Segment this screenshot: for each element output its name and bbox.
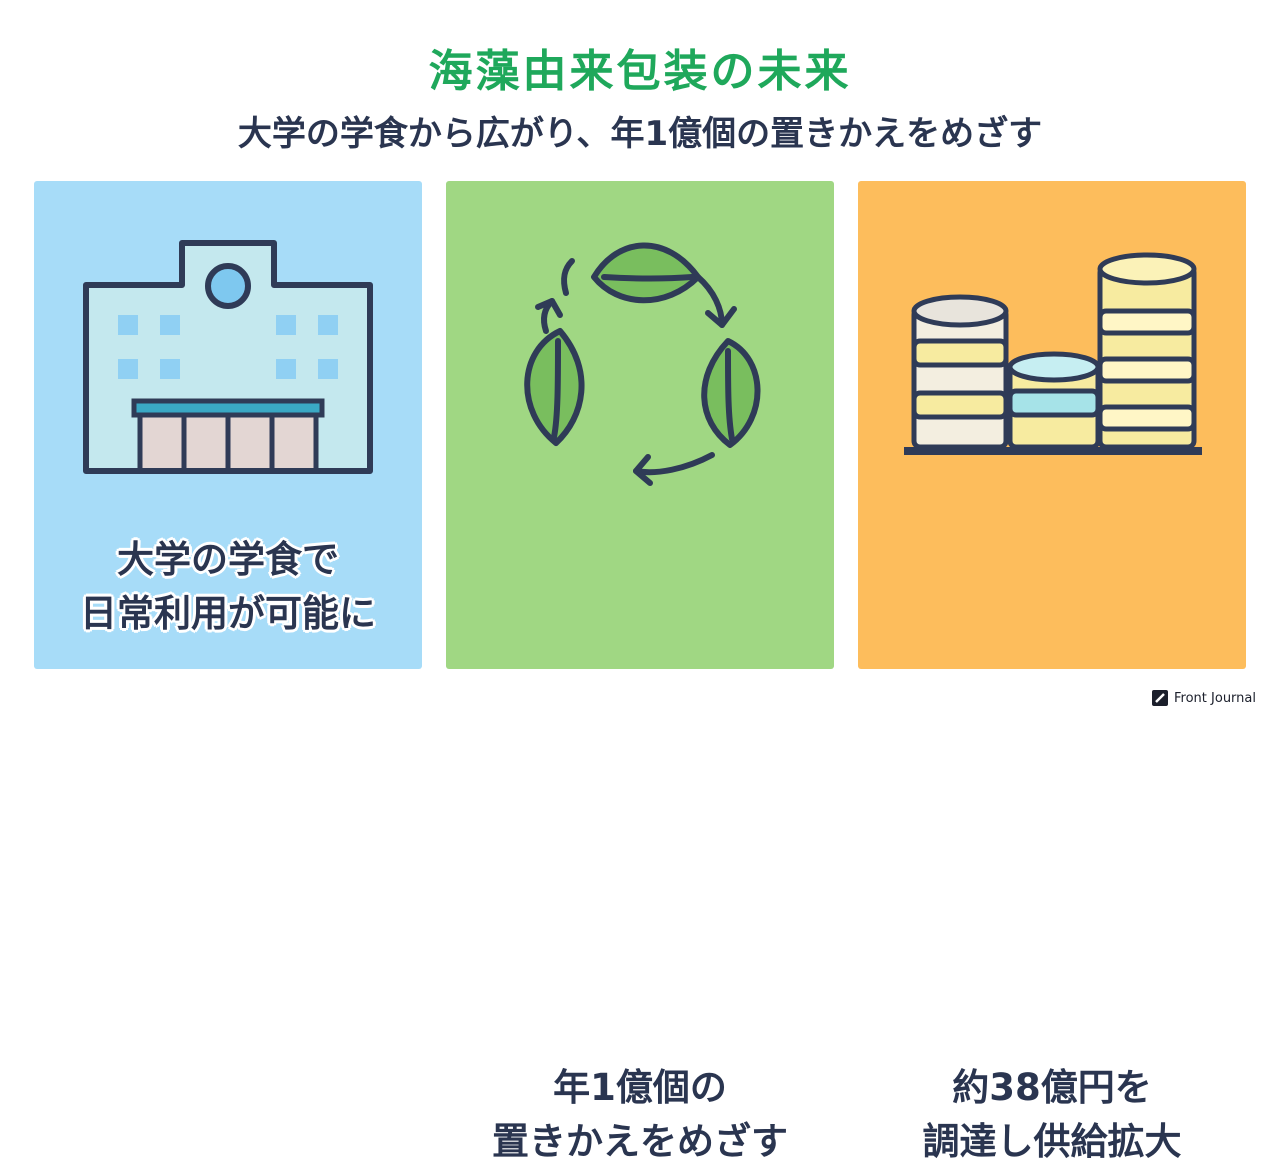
- front-journal-logo-icon: [1152, 690, 1169, 706]
- page-title: 海藻由来包装の未来: [428, 46, 852, 97]
- card-university-cafeteria: 大学の学食で 日常利用が可能に: [34, 181, 422, 669]
- card-caption: 約38億円を 調達し供給拡大: [922, 1066, 1182, 1163]
- page-subtitle: 大学の学食から広がり、年1億個の置きかえをめざす: [237, 114, 1043, 154]
- card-caption: 年1億個の 置きかえをめざす: [492, 1066, 788, 1163]
- school-building-icon: [83, 240, 373, 474]
- brand-logo: Front Journal: [1152, 690, 1256, 706]
- card-caption: 大学の学食で 日常利用が可能に: [80, 538, 376, 635]
- recycle-leaves-icon: [524, 242, 761, 486]
- card-funding: 約38億円を 調達し供給拡大: [858, 181, 1246, 1163]
- coin-stacks-icon: [904, 252, 1202, 455]
- card-annual-replacement: 年1億個の 置きかえをめざす: [446, 181, 834, 1163]
- brand-name: Front Journal: [1174, 690, 1256, 706]
